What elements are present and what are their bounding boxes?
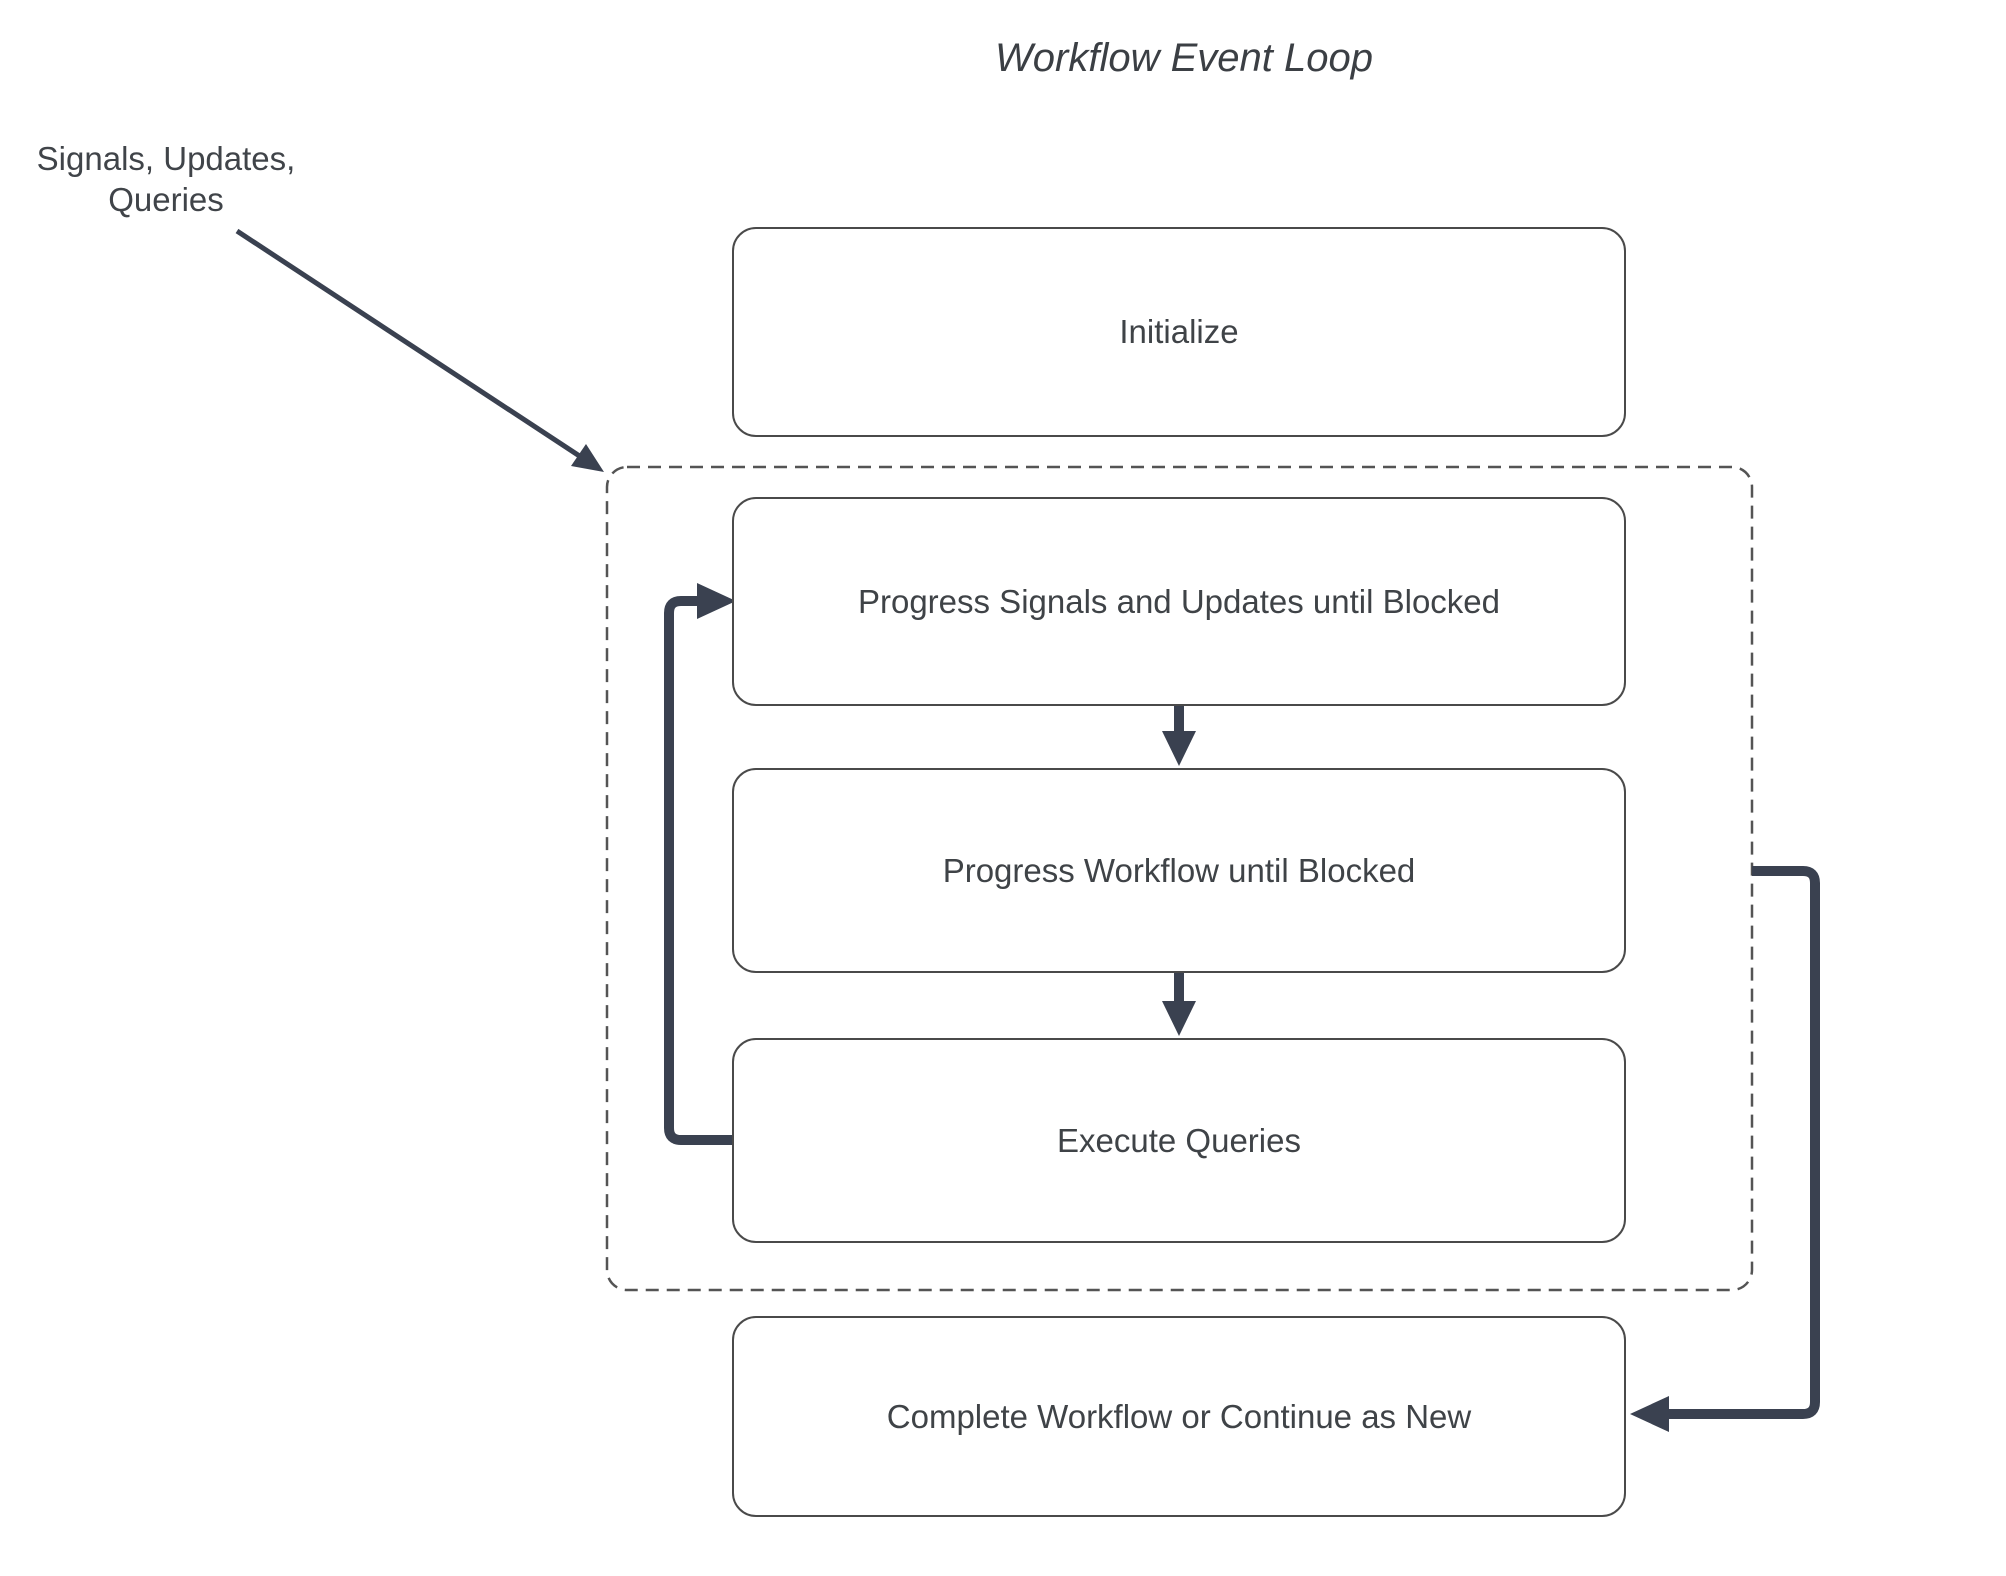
arrow-event-loop-to-complete: [1630, 866, 1820, 1432]
node-progress-workflow-label: Progress Workflow until Blocked: [942, 851, 1416, 889]
node-complete-workflow-label: Complete Workflow or Continue as New: [886, 1397, 1472, 1435]
signals-updates-queries-annotation: Signals, Updates, Queries: [20, 138, 312, 220]
arrow-progress-workflow-to-execute-queries: [1162, 973, 1196, 1036]
node-execute-queries: Execute Queries: [732, 1038, 1626, 1243]
diagram-title: Workflow Event Loop: [995, 36, 1373, 80]
signals-input-arrow: [235, 228, 604, 472]
node-initialize-label: Initialize: [1119, 313, 1239, 350]
annotation-line-2: Queries: [108, 181, 224, 218]
arrow-progress-signals-to-progress-workflow: [1162, 706, 1196, 766]
node-progress-signals-label: Progress Signals and Updates until Block…: [857, 582, 1501, 620]
annotation-line-1: Signals, Updates,: [36, 140, 296, 177]
loop-arrow-execute-queries-to-progress-signals: [664, 583, 736, 1145]
node-initialize: Initialize: [732, 227, 1626, 437]
node-progress-signals: Progress Signals and Updates until Block…: [732, 497, 1626, 706]
node-progress-workflow: Progress Workflow until Blocked: [732, 768, 1626, 973]
node-complete-workflow: Complete Workflow or Continue as New: [732, 1316, 1626, 1517]
node-execute-queries-label: Execute Queries: [1057, 1121, 1301, 1159]
